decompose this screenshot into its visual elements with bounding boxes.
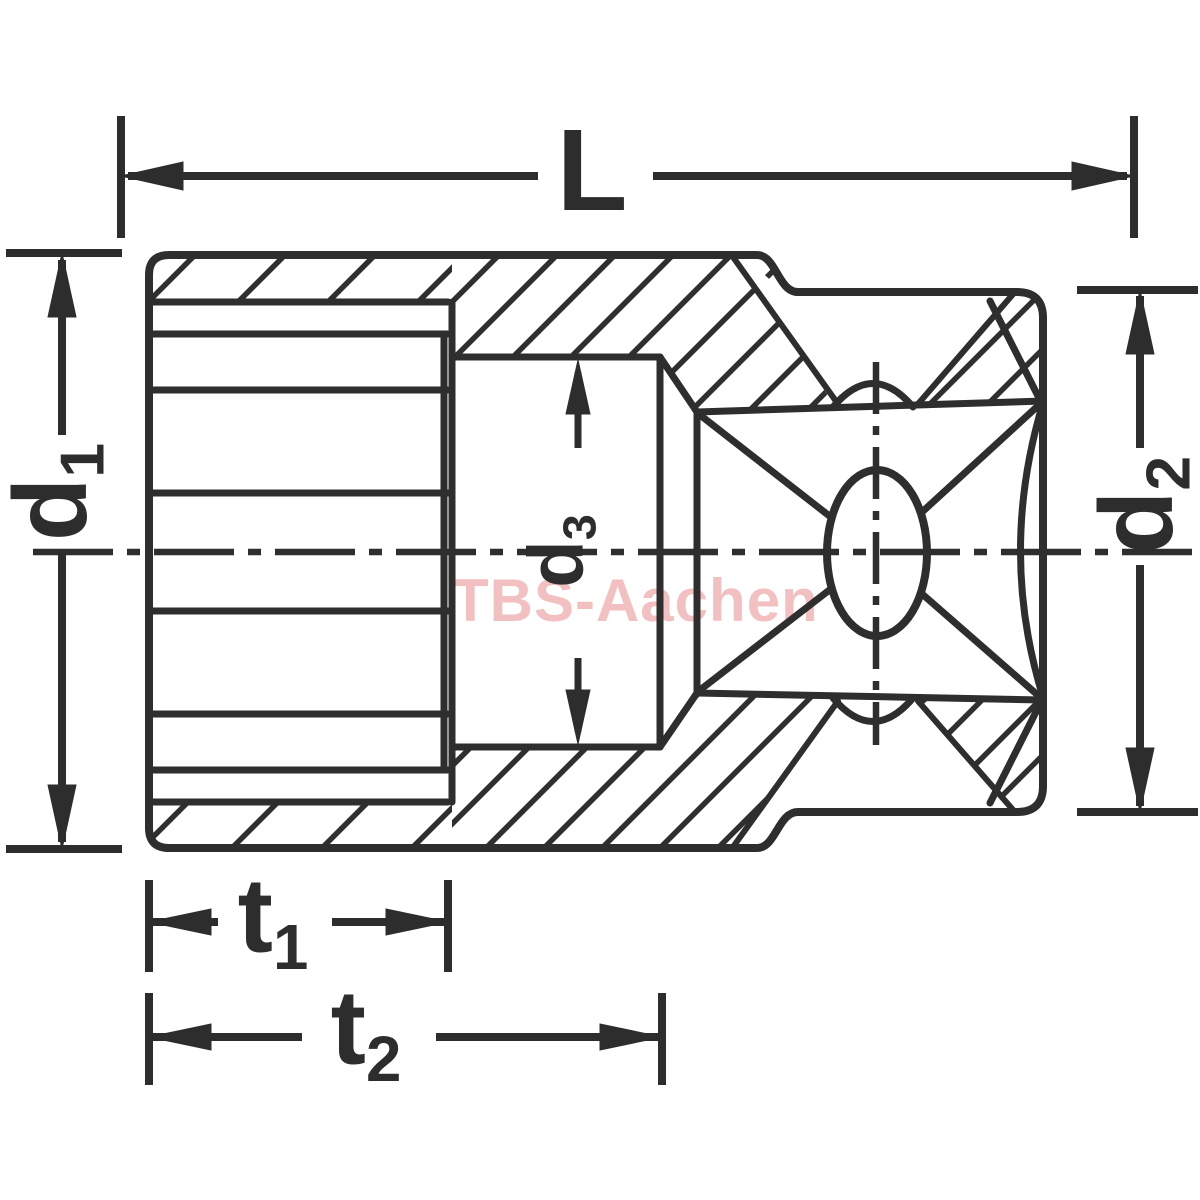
label-t1-subscript: 1 xyxy=(272,912,309,984)
socket-body xyxy=(145,251,1047,852)
dimension-label-d3: d3 xyxy=(512,514,606,588)
hatch-head-bottom-band xyxy=(152,802,452,847)
dimensions xyxy=(6,116,1198,1085)
label-d2-subscript: 2 xyxy=(1134,455,1200,491)
dimension-d1 xyxy=(6,249,122,853)
dimension-t2 xyxy=(145,993,666,1085)
outer-profile xyxy=(145,251,1047,852)
tooth-profile-lines xyxy=(148,298,456,806)
label-L-main: L xyxy=(556,105,628,235)
label-d1-main: d xyxy=(0,477,110,542)
square-drive-cavity xyxy=(693,297,1047,807)
dimension-d3 xyxy=(565,359,591,745)
watermark: TBS-Aachen xyxy=(452,567,819,634)
label-d2-main: d xyxy=(1079,490,1196,555)
label-d3-subscript: 3 xyxy=(553,514,606,541)
label-t1-main: t xyxy=(237,856,273,975)
dimension-d2 xyxy=(1077,286,1198,816)
dimension-L xyxy=(117,116,1138,238)
label-t2-subscript: 2 xyxy=(365,1024,402,1096)
label-t2-main: t xyxy=(330,968,366,1087)
detent-ball-ellipse xyxy=(823,466,931,640)
dimension-t1 xyxy=(145,880,452,972)
hatch-head-top-band xyxy=(152,257,452,302)
dimension-label-t1: t1 xyxy=(238,862,309,979)
pin-hole-detail xyxy=(730,254,1017,850)
dimension-label-d2: d2 xyxy=(1079,455,1200,554)
label-d3-main: d xyxy=(511,540,600,588)
d3-bore xyxy=(448,353,701,751)
dimension-label-d1: d1 xyxy=(0,442,118,542)
dimension-label-L: L xyxy=(557,112,628,228)
label-d1-subscript: 1 xyxy=(48,442,118,478)
dimension-label-t2: t2 xyxy=(331,974,402,1091)
